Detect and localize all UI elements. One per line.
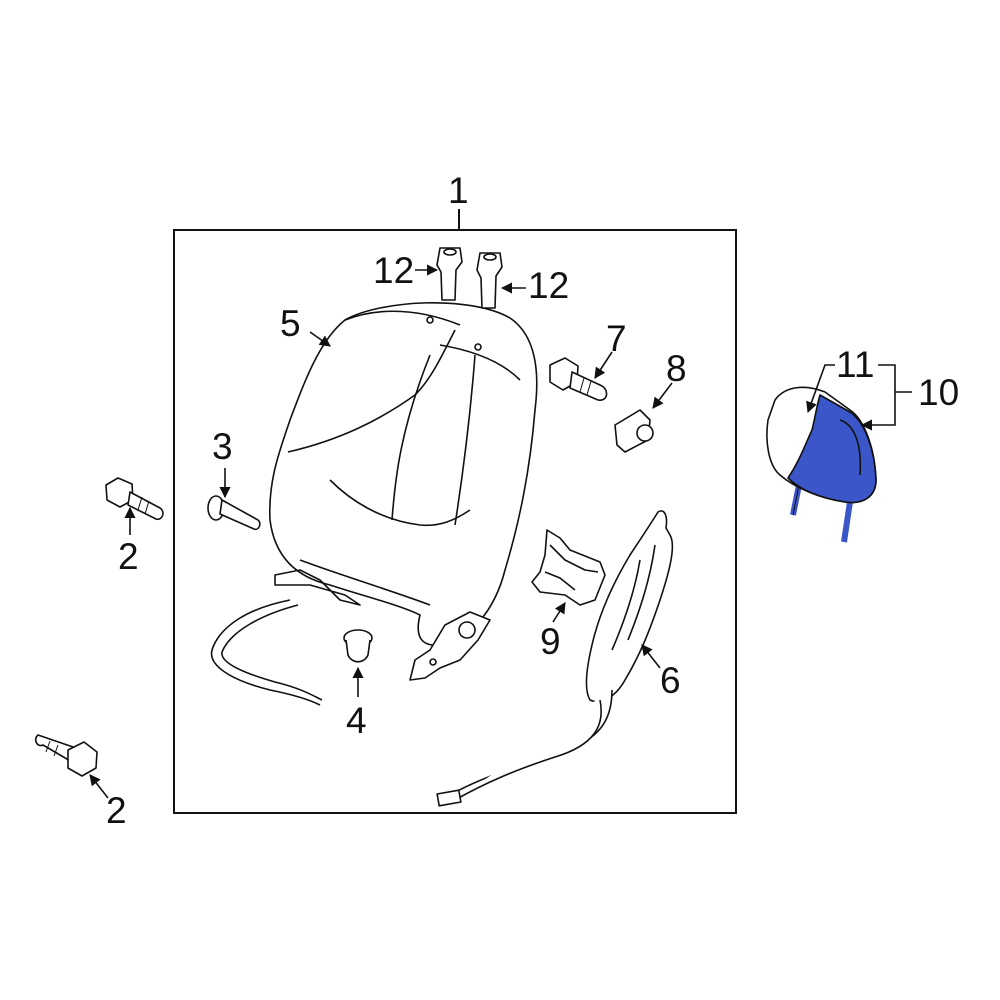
arrow-7	[594, 351, 613, 379]
headrest-10	[767, 387, 876, 542]
arrow-11	[806, 364, 835, 414]
callout-2-lower: 2	[106, 790, 127, 831]
side-airbag-6	[437, 511, 672, 806]
arrow-2-lower	[89, 774, 109, 799]
leader-arrows	[89, 264, 912, 799]
bolt-2-upper	[106, 478, 163, 519]
callout-12-right: 12	[528, 265, 570, 306]
headrest-trim-11	[788, 395, 876, 503]
nut-8	[615, 410, 653, 452]
callout-2-upper: 2	[118, 536, 139, 577]
callout-4: 4	[346, 700, 367, 741]
arrow-6	[641, 644, 661, 669]
callout-7: 7	[606, 318, 627, 359]
headrest-guide-left	[437, 248, 462, 300]
callout-9: 9	[540, 621, 561, 662]
arrow-8	[652, 382, 673, 409]
bracket-9	[532, 530, 605, 605]
seat-back-cover	[212, 303, 537, 705]
callout-5: 5	[280, 303, 301, 344]
callout-8: 8	[666, 348, 687, 389]
headrest-guide-right	[477, 253, 502, 308]
bolt-2-lower	[36, 735, 97, 776]
arrow-9	[552, 602, 566, 623]
callout-6: 6	[660, 660, 681, 701]
clip-4	[344, 630, 372, 662]
callout-10: 10	[918, 372, 960, 413]
bracket-10	[860, 364, 896, 431]
callout-11: 11	[836, 344, 875, 385]
pin-3	[208, 496, 260, 529]
callout-12-left: 12	[373, 250, 415, 291]
bolt-7	[550, 358, 607, 400]
callout-1: 1	[448, 170, 469, 211]
assembly-frame	[173, 229, 737, 814]
arrow-5	[309, 331, 331, 347]
callout-3: 3	[212, 426, 233, 467]
